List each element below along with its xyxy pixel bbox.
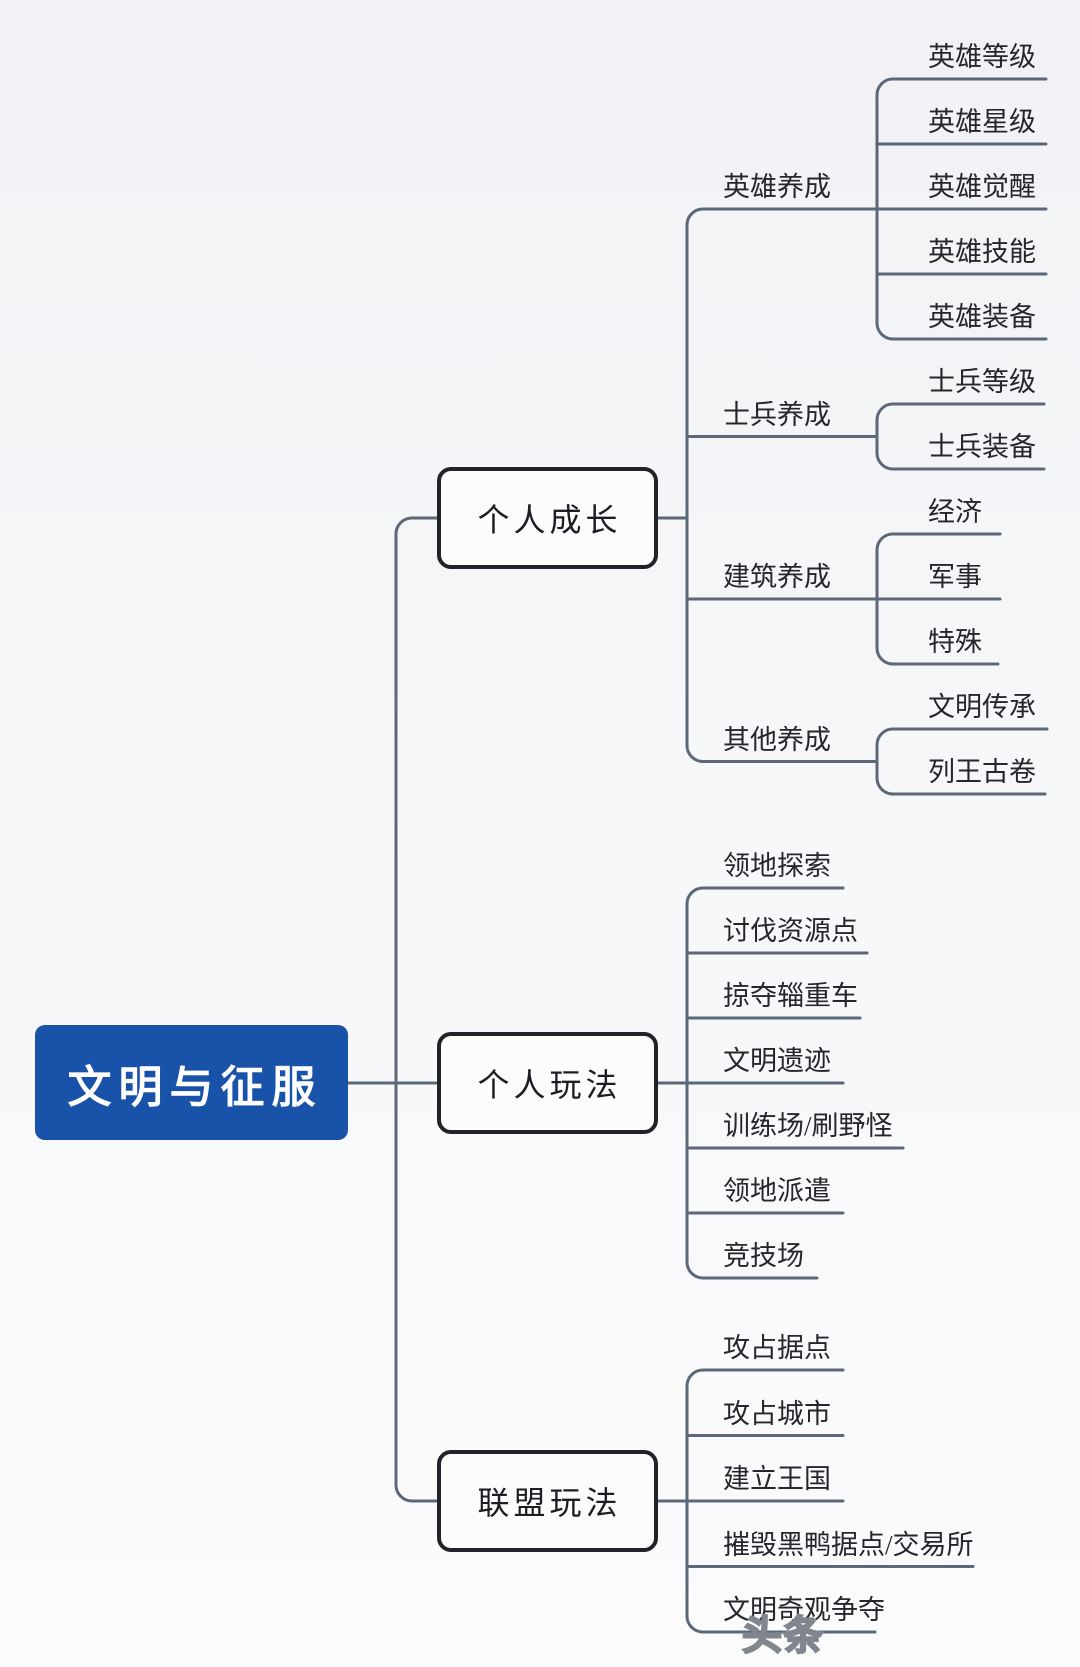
topic-leaf[interactable]: 英雄装备 <box>928 302 1036 332</box>
topic-leaf[interactable]: 英雄觉醒 <box>928 172 1036 202</box>
topic-leaf[interactable]: 士兵装备 <box>928 432 1036 462</box>
topic-group[interactable]: 士兵养成 <box>723 399 831 430</box>
topic-leaf[interactable]: 特殊 <box>928 627 982 657</box>
topic-leaf[interactable]: 竞技场 <box>723 1241 804 1271</box>
branch-alliance-gameplay[interactable]: 联盟玩法 <box>437 1450 658 1552</box>
topic-leaf[interactable]: 英雄技能 <box>928 237 1036 267</box>
root-topic[interactable]: 文明与征服 <box>35 1025 348 1140</box>
connector-line <box>685 207 705 763</box>
topic-leaf[interactable]: 文明奇观争夺 <box>723 1595 885 1625</box>
connector-line <box>875 727 895 796</box>
topic-leaf[interactable]: 掠夺辎重车 <box>723 981 858 1011</box>
branch-personal-growth[interactable]: 个人成长 <box>437 467 658 569</box>
connector-line <box>875 402 895 471</box>
topic-leaf[interactable]: 建立王国 <box>723 1464 831 1494</box>
topic-leaf[interactable]: 英雄星级 <box>928 107 1036 137</box>
topic-leaf[interactable]: 经济 <box>928 497 982 527</box>
branch-personal-gameplay[interactable]: 个人玩法 <box>437 1032 658 1134</box>
topic-group[interactable]: 建筑养成 <box>723 562 831 592</box>
topic-leaf[interactable]: 讨伐资源点 <box>723 916 858 946</box>
watermark: 头条@GameRes游资网 <box>741 1612 824 1660</box>
topic-leaf[interactable]: 领地派遣 <box>723 1176 831 1206</box>
topic-leaf[interactable]: 军事 <box>928 562 982 592</box>
topic-leaf[interactable]: 摧毁黑鸭据点/交易所 <box>723 1529 974 1560</box>
connector-line <box>394 516 414 1503</box>
topic-group[interactable]: 英雄养成 <box>723 172 831 202</box>
topic-leaf[interactable]: 士兵等级 <box>928 367 1036 397</box>
topic-leaf[interactable]: 列王古卷 <box>928 757 1036 787</box>
topic-group[interactable]: 其他养成 <box>723 724 831 755</box>
topic-leaf[interactable]: 文明传承 <box>928 692 1036 722</box>
topic-leaf[interactable]: 训练场/刷野怪 <box>723 1111 893 1141</box>
topic-leaf[interactable]: 攻占城市 <box>723 1398 831 1429</box>
topic-leaf[interactable]: 领地探索 <box>723 851 831 881</box>
topic-leaf[interactable]: 文明遗迹 <box>723 1046 831 1076</box>
topic-leaf[interactable]: 攻占据点 <box>723 1333 831 1363</box>
topic-leaf[interactable]: 英雄等级 <box>928 42 1036 72</box>
